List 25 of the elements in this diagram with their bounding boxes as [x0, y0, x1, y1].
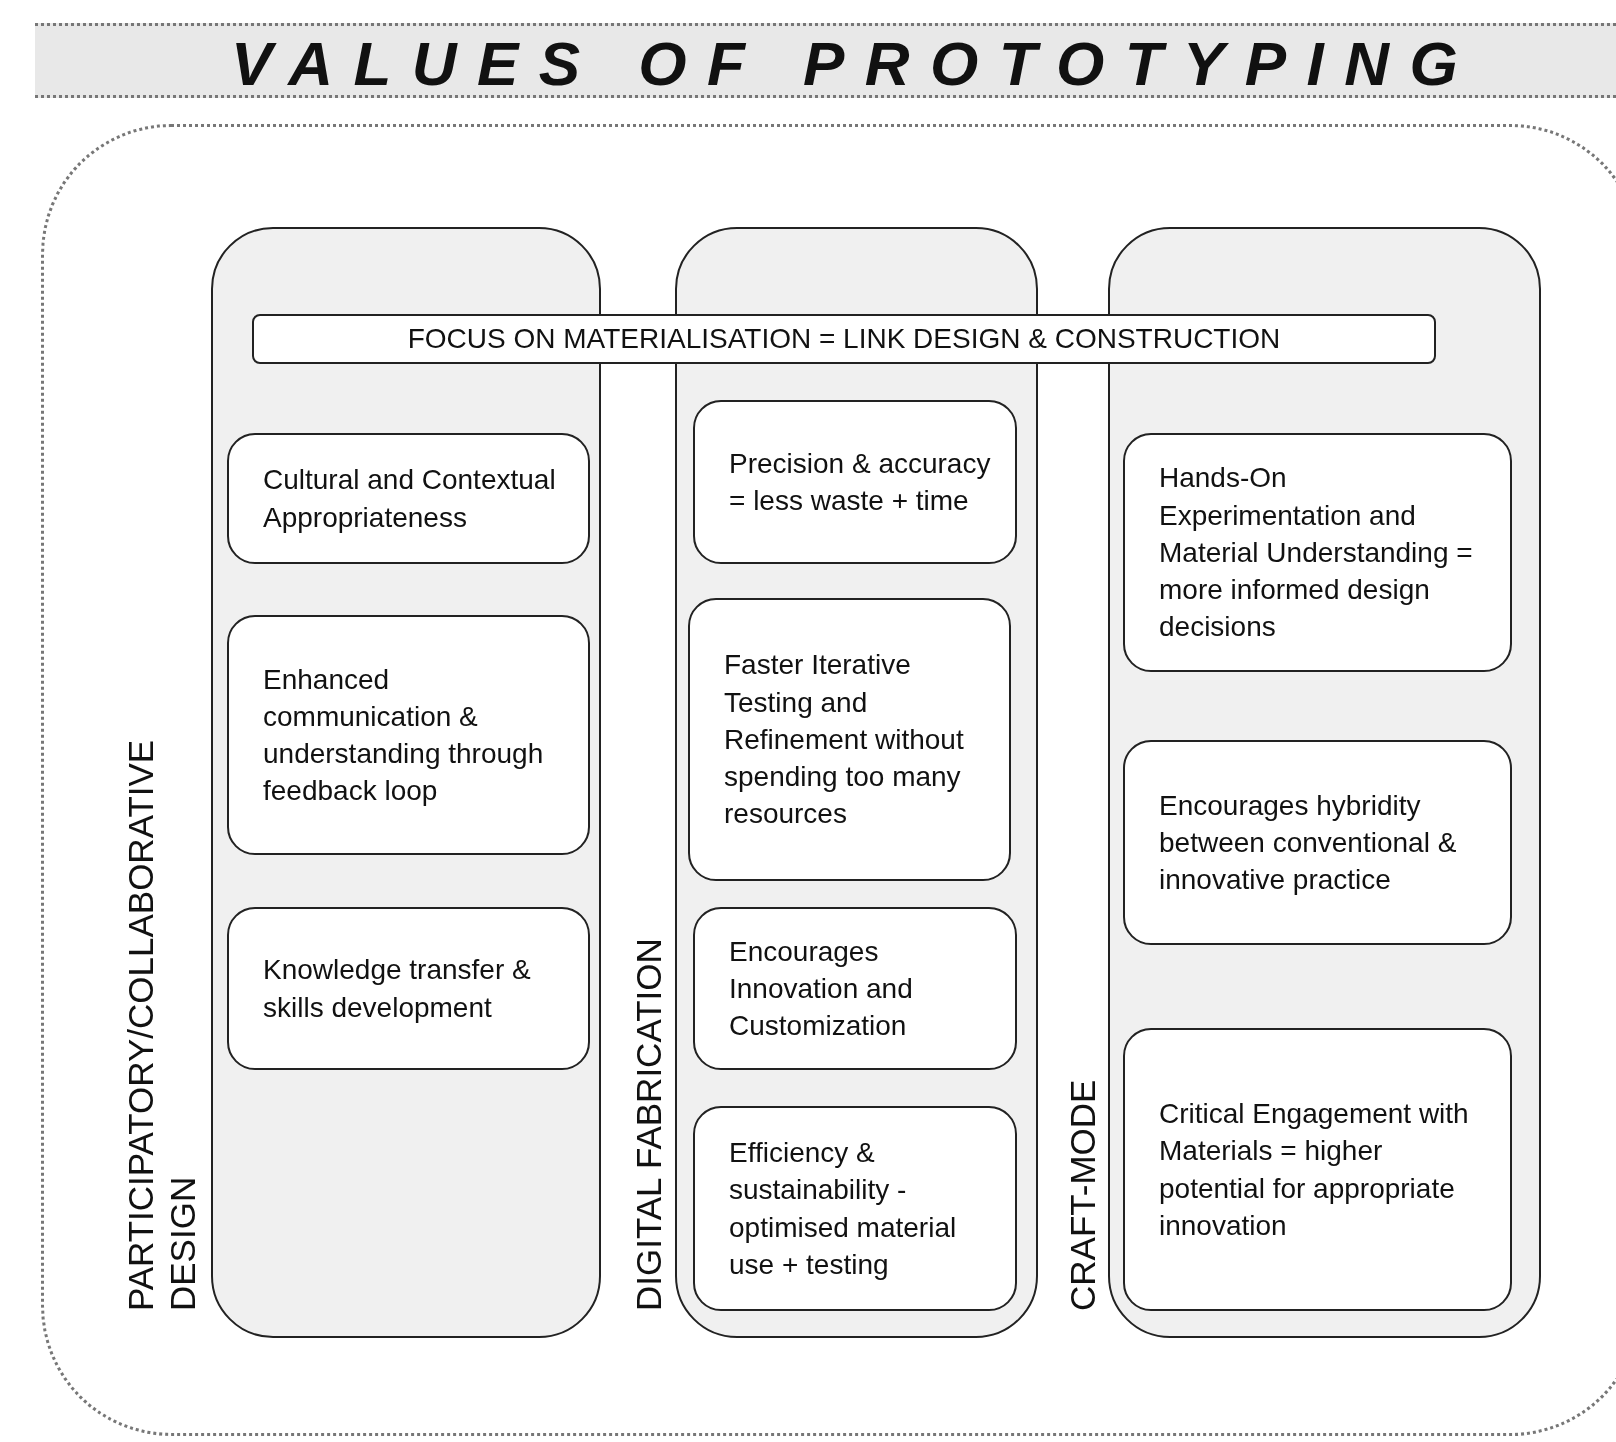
value-box	[693, 400, 1017, 564]
value-box	[688, 598, 1011, 881]
value-box	[693, 907, 1017, 1070]
value-text: Encourages Innovation and Customization	[729, 934, 914, 1044]
value-text: Hands-On Experimentation and Material Understanding = more informed design decisions	[1159, 461, 1474, 645]
value-box	[227, 433, 590, 564]
value-text: Encourages hybridity between conventional & innovative practice	[1159, 788, 1458, 898]
value-text: Critical Engagement with Materials = higher potential for appropriate innovation	[1159, 1097, 1470, 1243]
value-text: Efficiency & sustainability - optimised material use + testing	[729, 1136, 958, 1282]
column-heading: DIGITAL FABRICATION	[628, 937, 669, 1311]
value-text: Cultural and Contextual Appropriateness	[263, 463, 557, 535]
value-box	[227, 615, 590, 855]
value-box	[1123, 740, 1512, 945]
title: VALUES OF PROTOTYPING	[231, 30, 1479, 99]
value-box	[227, 907, 590, 1070]
value-text: Faster Iterative Testing and Refinement without spending too many resources	[724, 648, 965, 832]
value-box	[1123, 1028, 1512, 1311]
banner-box: FOCUS ON MATERIALISATION = LINK DESIGN & CONSTRUCTION	[252, 314, 1436, 364]
column-heading: CRAFT-MODE	[1062, 1078, 1103, 1311]
value-text: Enhanced communication & understanding through feedback loop	[263, 662, 545, 809]
value-text: Precision & accuracy = less waste + time	[729, 446, 992, 518]
value-text: Knowledge transfer & skills development	[263, 953, 532, 1025]
column-heading: PARTICIPATORY/COLLABORATIVE DESIGN	[120, 738, 203, 1311]
value-box	[1123, 433, 1512, 672]
value-box	[693, 1106, 1017, 1311]
